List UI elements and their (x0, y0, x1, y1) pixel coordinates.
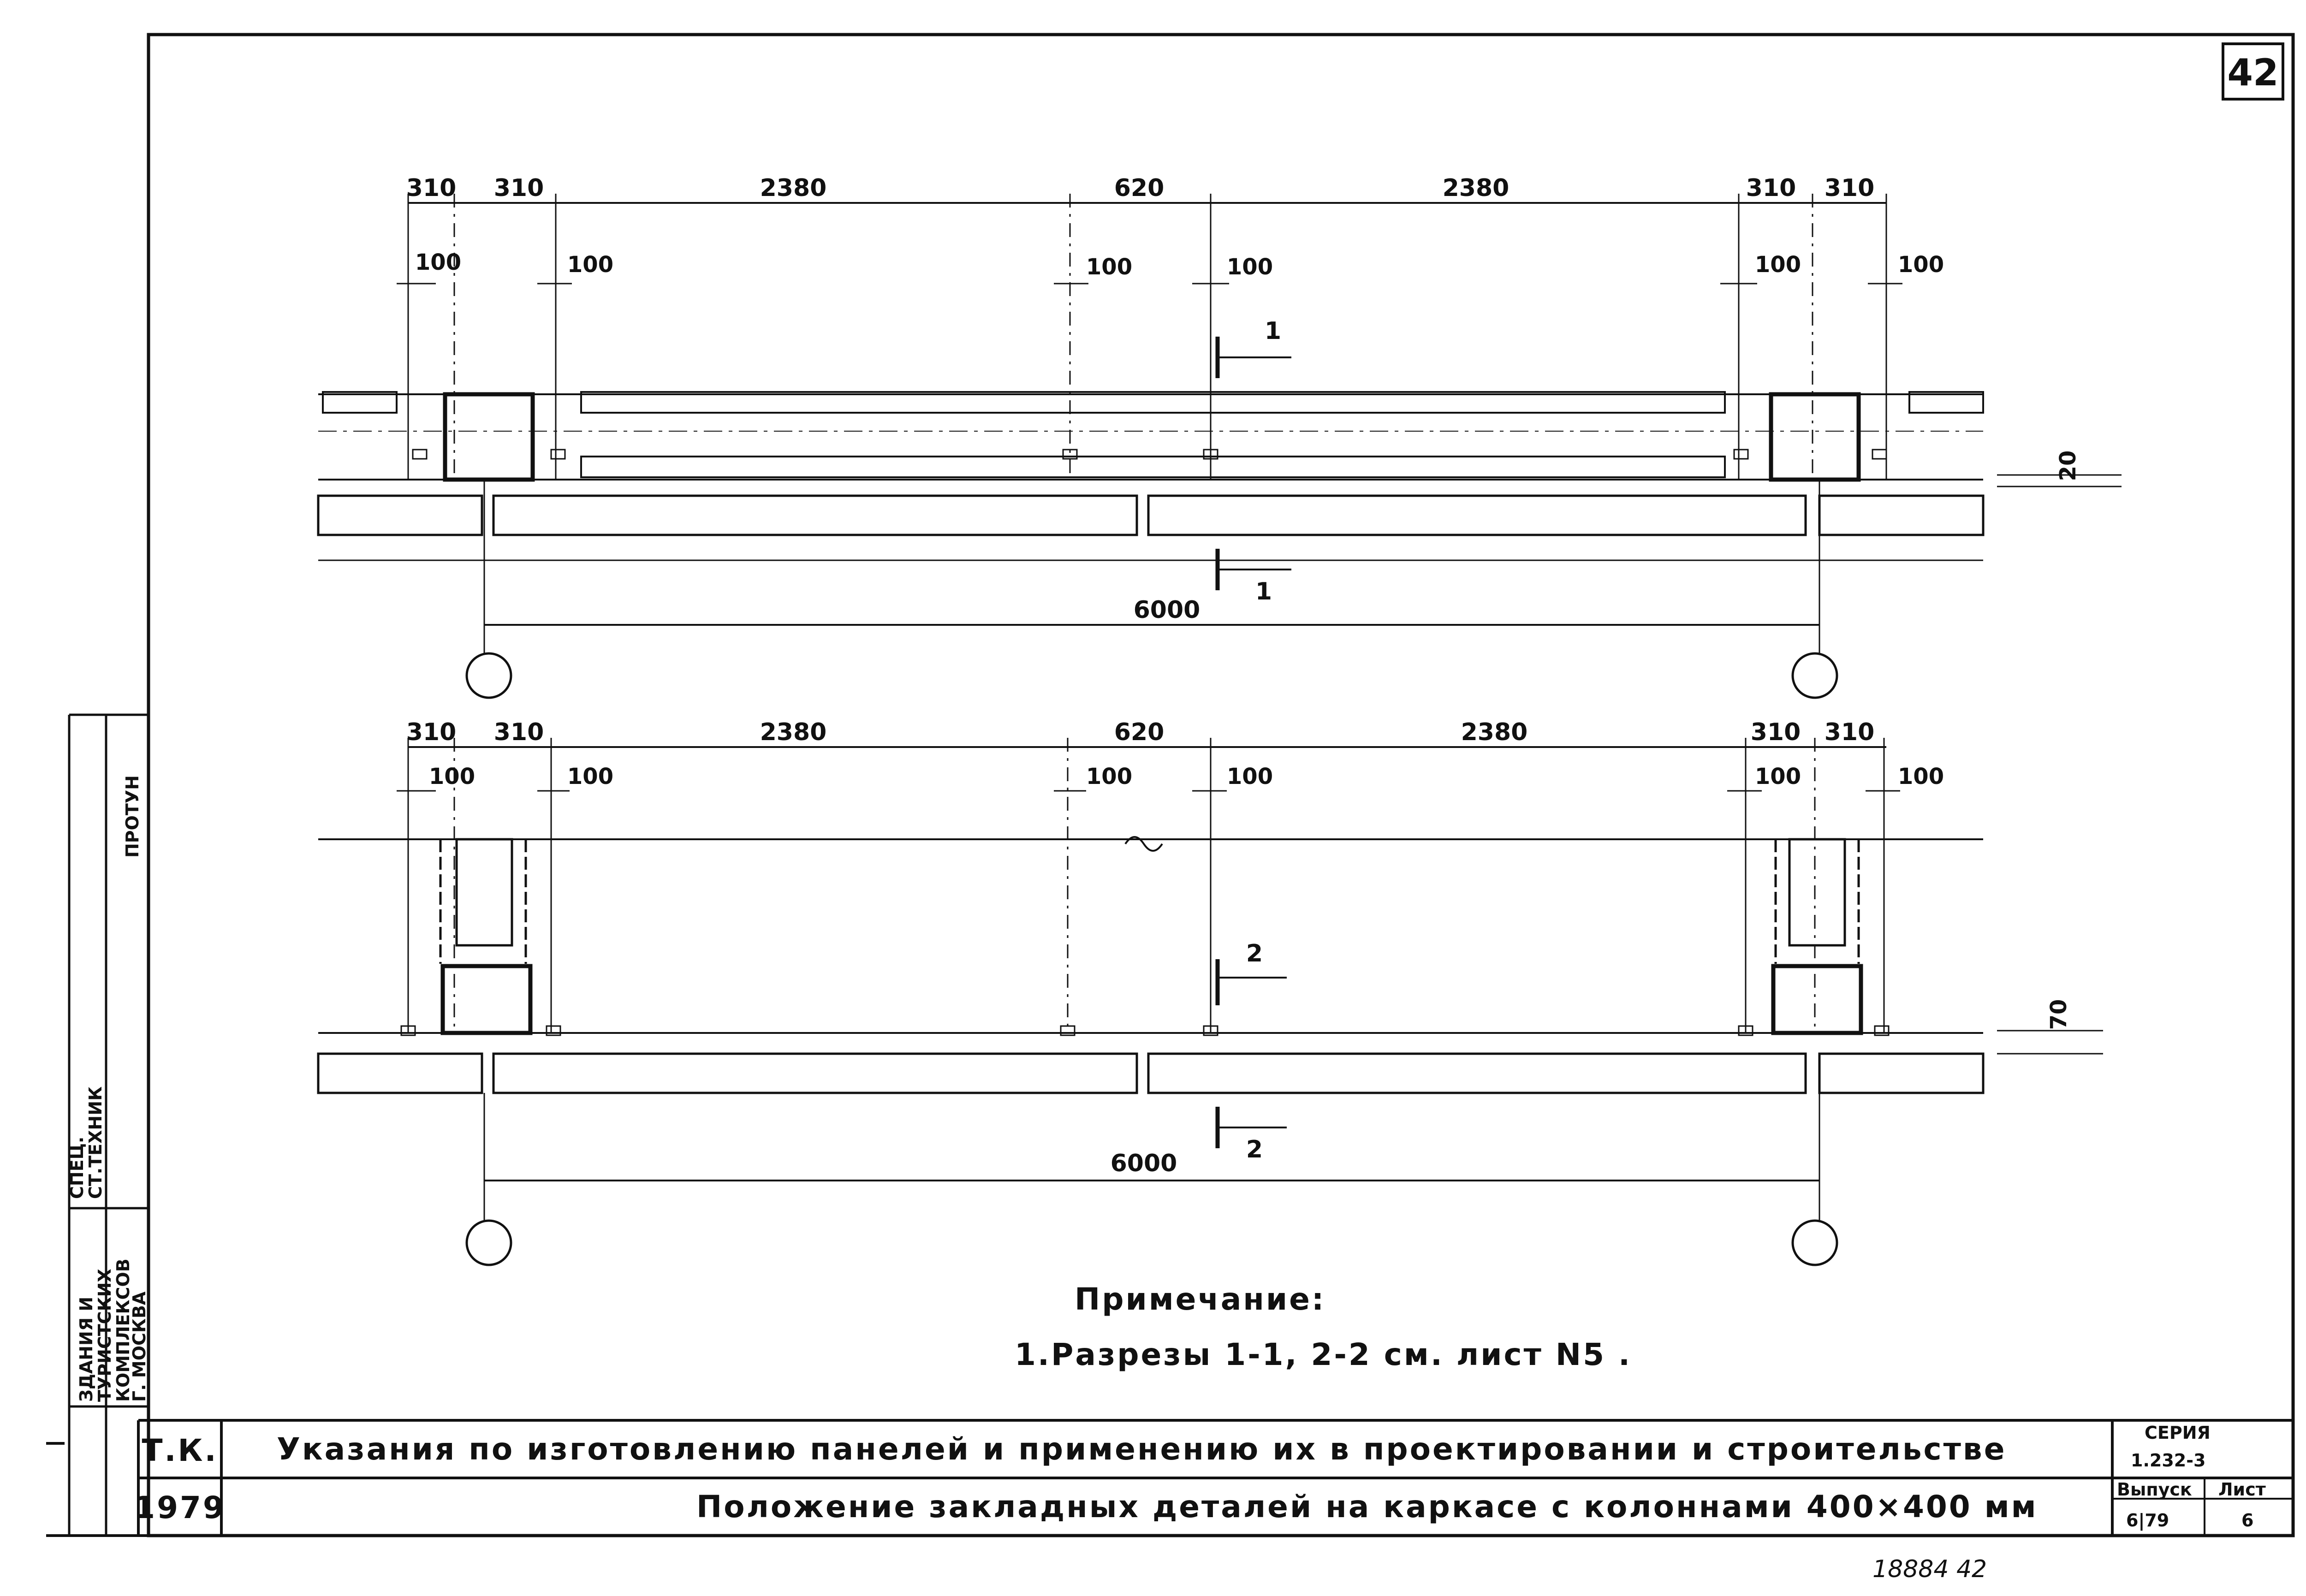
sheet-number: 42 (2227, 51, 2278, 94)
dim-620: 620 (1114, 718, 1165, 746)
dim-70: 70 (2046, 999, 2072, 1030)
archive-mark: 18884 42 (1872, 1555, 1987, 1583)
dim-100: 100 (1227, 764, 1273, 789)
dim-100: 100 (1898, 252, 1944, 278)
org-code: Т.К. (142, 1433, 218, 1468)
dim-310: 310 (494, 718, 544, 746)
dim-310: 310 (1825, 174, 1875, 202)
dim-100: 100 (1086, 254, 1132, 280)
note-heading: Примечание: (1075, 1282, 1325, 1317)
plan-1-labels: 310 310 2380 620 2380 310 310 100 100 10… (406, 174, 2081, 624)
sheet-number-box: 42 (2222, 42, 2284, 101)
stamp-role: СТ.ТЕХНИК (85, 1086, 106, 1199)
note-text: 1.Разрезы 1-1, 2-2 см. лист N5 . (1015, 1337, 1632, 1372)
section-mark-label: 1 (1255, 578, 1272, 605)
stamp-role: СПЕЦ. (67, 1137, 87, 1199)
dim-310: 310 (406, 718, 457, 746)
left-stamp (68, 713, 149, 1536)
year: 1979 (134, 1490, 226, 1525)
axis-bubble (1791, 652, 1838, 699)
axis-bubble (465, 1219, 512, 1266)
dim-310: 310 (1751, 718, 1801, 746)
dim-310: 310 (1825, 718, 1875, 746)
plan-2-labels: 310 310 2380 620 2380 310 310 100 100 10… (406, 718, 2072, 1177)
stamp-org-line: ТУРИСТСКИХ (95, 1269, 115, 1402)
series-value: 1.232-3 (2131, 1450, 2205, 1471)
plan-2 (317, 738, 2103, 1266)
series-label: СЕРИЯ (2145, 1423, 2211, 1443)
section-mark-label: 1 (1265, 317, 1281, 345)
axis-bubble (1791, 1219, 1838, 1266)
issue-value: 6|79 (2126, 1510, 2169, 1531)
issue-label: Выпуск (2117, 1479, 2192, 1500)
dim-100: 100 (1755, 252, 1801, 278)
dim-2380: 2380 (1461, 718, 1528, 746)
dim-100: 100 (415, 249, 461, 275)
dim-100: 100 (1755, 764, 1801, 789)
stamp-org-line: КОМПЛЕКСОВ (113, 1258, 133, 1402)
dim-100: 100 (1086, 764, 1132, 789)
dim-100: 100 (1898, 764, 1944, 789)
dim-310: 310 (494, 174, 544, 202)
plan-1 (317, 194, 2122, 699)
dim-100: 100 (1227, 254, 1273, 280)
dim-100: 100 (429, 764, 475, 789)
stamp-name: ПРОТУН (122, 775, 143, 858)
dim-2380: 2380 (760, 174, 827, 202)
stamp-org-line: ЗДАНИЯ И (76, 1297, 96, 1402)
stamp-org-line: Г. МОСКВА (129, 1291, 149, 1402)
left-stamp-text: ЗДАНИЯ И ТУРИСТСКИХ КОМПЛЕКСОВ Г. МОСКВА… (67, 775, 149, 1402)
dim-6000: 6000 (1134, 596, 1201, 624)
sheet-title: Положение закладных деталей на каркасе с… (696, 1489, 2038, 1525)
title-block-text: Т.К. 1979 Указания по изготовлению панел… (134, 1423, 2266, 1531)
dim-20: 20 (2055, 451, 2081, 481)
dim-2380: 2380 (760, 718, 827, 746)
dim-100: 100 (567, 252, 613, 278)
sheet-value: 6 (2241, 1510, 2253, 1531)
dim-6000: 6000 (1111, 1150, 1177, 1177)
sheet-label: Лист (2218, 1479, 2266, 1500)
dim-2380: 2380 (1443, 174, 1510, 202)
dim-310: 310 (1746, 174, 1796, 202)
dim-310: 310 (406, 174, 457, 202)
title-block (46, 1419, 2293, 1537)
main-title: Указания по изготовлению панелей и приме… (277, 1431, 2006, 1467)
section-mark-label: 2 (1246, 1136, 1263, 1163)
section-mark-label: 2 (1246, 940, 1263, 967)
axis-bubble (465, 652, 512, 699)
dim-620: 620 (1114, 174, 1165, 202)
dim-100: 100 (567, 764, 613, 789)
